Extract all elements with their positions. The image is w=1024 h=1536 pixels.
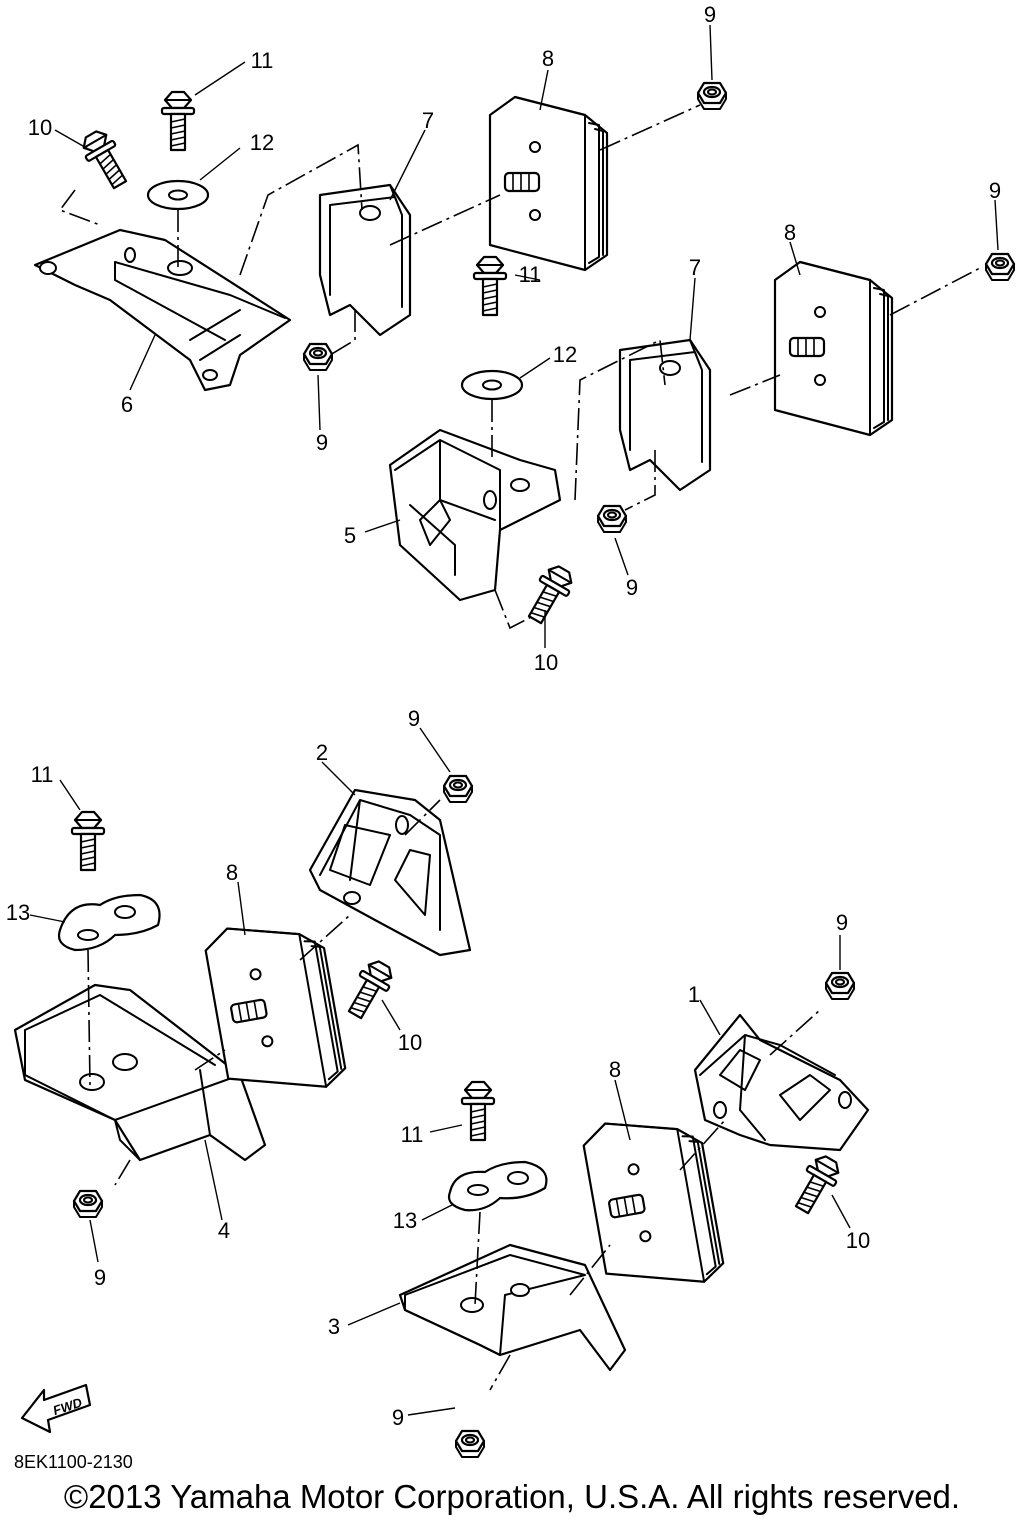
leader-lines	[29, 24, 999, 1416]
callout-12: 12	[250, 130, 274, 155]
callout-13: 13	[6, 900, 30, 925]
callout-1: 1	[688, 982, 700, 1007]
nut-9-b	[302, 342, 334, 372]
callout-5: 5	[344, 523, 356, 548]
bracket-5	[388, 428, 562, 602]
callout-10: 10	[846, 1228, 870, 1253]
callout-10: 10	[534, 650, 558, 675]
callout-9: 9	[626, 575, 638, 600]
bracket-6	[33, 228, 292, 392]
nut-9-c	[984, 252, 1016, 282]
damper-8-d	[579, 1106, 727, 1300]
callout-12: 12	[553, 342, 577, 367]
damper-8-b	[773, 260, 894, 437]
document-code: 8EK1100-2130	[14, 1452, 133, 1472]
callout-11: 11	[31, 762, 54, 787]
callout-8: 8	[784, 220, 796, 245]
callout-9: 9	[94, 1265, 106, 1290]
callout-7: 7	[422, 108, 434, 133]
callout-9: 9	[408, 706, 420, 731]
callout-9: 9	[392, 1405, 404, 1430]
callout-6: 6	[121, 392, 133, 417]
callout-labels: 9 8 11 10 7 12 9 8 7 11 12 6 9 5 9 10 9 …	[6, 2, 1001, 1430]
callout-13: 13	[393, 1208, 417, 1233]
callout-9: 9	[989, 178, 1001, 203]
damper-8-a	[488, 95, 609, 272]
bracket-2	[308, 788, 472, 957]
bolt-10-d	[787, 1150, 846, 1219]
callout-9: 9	[704, 2, 716, 27]
plate-13-a	[57, 893, 161, 952]
callout-11: 11	[519, 262, 542, 287]
nut-9-g	[824, 971, 856, 1001]
bolt-11-b	[472, 255, 508, 317]
callout-8: 8	[226, 860, 238, 885]
nut-9-a	[696, 81, 728, 111]
bracket-4	[13, 983, 267, 1162]
bolt-11-a	[160, 90, 196, 152]
nut-9-e	[442, 774, 474, 804]
callout-8: 8	[542, 46, 554, 71]
callout-11: 11	[401, 1122, 424, 1147]
callout-2: 2	[316, 740, 328, 765]
nut-9-f	[72, 1189, 104, 1219]
fwd-arrow-icon: FWD	[20, 1383, 92, 1434]
washer-12-b	[460, 369, 524, 401]
bolt-11-d	[460, 1080, 496, 1142]
plate-13-b	[447, 1160, 548, 1212]
bolt-11-c	[70, 810, 106, 872]
callout-9: 9	[316, 430, 328, 455]
callout-8: 8	[609, 1057, 621, 1082]
bracket-7-b	[618, 338, 712, 492]
bracket-3	[398, 1243, 627, 1372]
callout-11: 11	[251, 48, 274, 73]
callout-7: 7	[689, 255, 701, 280]
copyright-notice: ©2013 Yamaha Motor Corporation, U.S.A. A…	[63, 1478, 961, 1515]
bolt-10-a	[76, 125, 135, 194]
bracket-1	[693, 1013, 870, 1152]
callout-9: 9	[836, 910, 848, 935]
callout-10: 10	[398, 1030, 422, 1055]
washer-12-a	[146, 179, 210, 211]
callout-4: 4	[218, 1218, 230, 1243]
nut-9-d	[596, 504, 628, 534]
bracket-7-a	[318, 183, 412, 337]
callout-3: 3	[328, 1314, 340, 1339]
callout-10: 10	[28, 115, 52, 140]
nut-9-h	[454, 1429, 486, 1459]
